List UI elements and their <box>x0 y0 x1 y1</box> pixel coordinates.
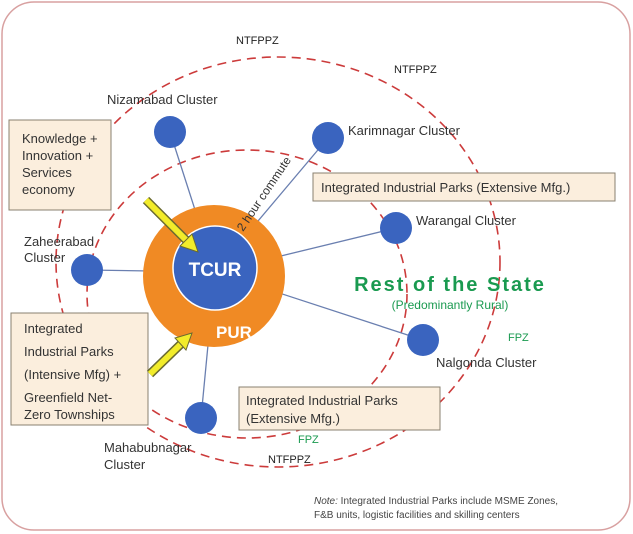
label-karimnagar: Karimnagar Cluster <box>348 123 461 138</box>
pur-label: PUR <box>216 323 252 342</box>
svg-text:Greenfield Net-: Greenfield Net- <box>24 390 112 405</box>
svg-text:Innovation +: Innovation + <box>22 148 93 163</box>
outer-dashed-ring <box>55 56 501 468</box>
svg-text:Integrated Industrial Parks (E: Integrated Industrial Parks (Extensive M… <box>321 180 570 195</box>
note-line-2: F&B units, logistic facilities and skill… <box>314 510 520 521</box>
node-zaheerabad <box>71 254 103 286</box>
node-mahabubnagar <box>185 402 217 434</box>
inner-dashed-ring <box>86 149 408 439</box>
zone-ntfppz-right: NTFPPZ <box>394 64 437 76</box>
svg-text:(Extensive Mfg.): (Extensive Mfg.) <box>246 411 340 426</box>
label-nizamabad: Nizamabad Cluster <box>107 92 218 107</box>
box-intensive: Integrated Industrial Parks (Intensive M… <box>10 312 149 426</box>
arrow-intensive-to-pur <box>146 332 193 378</box>
label-zaheerabad-2: Cluster <box>24 250 66 265</box>
label-mahabubnagar-1: Mahabubnagar <box>104 440 192 455</box>
node-karimnagar <box>312 122 344 154</box>
node-nizamabad <box>154 116 186 148</box>
tcur-label: TCUR <box>189 260 242 281</box>
rest-of-state-title: Rest of the State <box>354 274 546 296</box>
box-extensive-top: Integrated Industrial Parks (Extensive M… <box>312 172 616 202</box>
svg-text:Knowledge +: Knowledge + <box>22 131 98 146</box>
svg-text:Integrated Industrial Parks: Integrated Industrial Parks <box>246 393 398 408</box>
rest-of-state-subtitle: (Predominantly Rural) <box>392 298 509 312</box>
node-nalgonda <box>407 324 439 356</box>
label-mahabubnagar-2: Cluster <box>104 457 146 472</box>
svg-text:Industrial Parks: Industrial Parks <box>24 344 114 359</box>
arrow-knowledge-to-tcur <box>142 196 199 253</box>
svg-text:economy: economy <box>22 182 75 197</box>
zone-ntfppz-top: NTFPPZ <box>236 35 279 47</box>
label-warangal: Warangal Cluster <box>416 213 517 228</box>
label-nalgonda: Nalgonda Cluster <box>436 355 537 370</box>
zone-ntfppz-bottom: NTFPPZ <box>268 454 311 466</box>
svg-text:(Intensive Mfg) +: (Intensive Mfg) + <box>24 367 121 382</box>
zone-fpz-bottom: FPZ <box>298 434 319 446</box>
box-extensive-bottom: Integrated Industrial Parks (Extensive M… <box>238 386 441 431</box>
svg-text:Zero Townships: Zero Townships <box>24 407 115 422</box>
svg-text:Services: Services <box>22 165 72 180</box>
box-knowledge: Knowledge + Innovation + Services econom… <box>8 119 112 211</box>
cluster-nodes <box>71 116 439 434</box>
label-zaheerabad-1: Zaheerabad <box>24 234 94 249</box>
svg-text:Integrated: Integrated <box>24 321 83 336</box>
zone-fpz-right: FPZ <box>508 332 529 344</box>
note-line-1: Note: Integrated Industrial Parks includ… <box>314 496 558 507</box>
node-warangal <box>380 212 412 244</box>
